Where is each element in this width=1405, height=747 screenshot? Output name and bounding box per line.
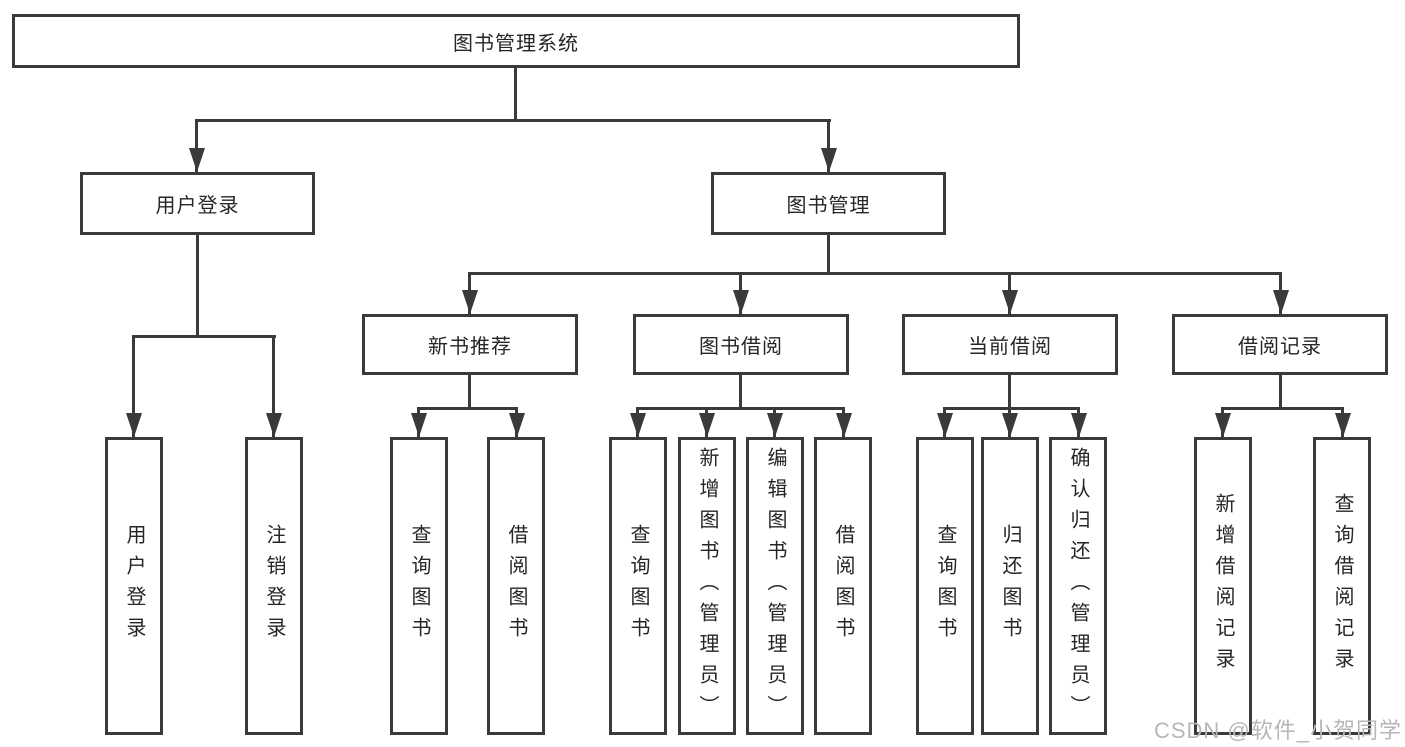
leaf-label: 查询借阅记录: [1331, 493, 1353, 679]
connector-stem: [827, 235, 830, 272]
leaf-borrow-books: 借阅图书: [814, 437, 872, 735]
arrowhead-down-icon: [126, 413, 142, 437]
leaf-label: 确认归还（管理员）: [1067, 446, 1089, 726]
arrowhead-down-icon: [1335, 413, 1351, 437]
connector-rail: [636, 407, 845, 410]
connector-drop: [827, 119, 830, 172]
node-book-management: 图书管理: [711, 172, 946, 235]
arrowhead-down-icon: [767, 413, 783, 437]
arrowhead-down-icon: [266, 413, 282, 437]
connector-drop: [132, 335, 135, 437]
arrowhead-down-icon: [630, 413, 646, 437]
node-label: 图书管理系统: [453, 32, 579, 55]
arrowhead-down-icon: [189, 148, 205, 172]
connector-rail: [943, 407, 1080, 410]
node-label: 图书借阅: [699, 336, 783, 358]
node-new-book-recommend: 新书推荐: [362, 314, 578, 375]
leaf-label: 查询图书: [934, 524, 956, 648]
arrowhead-down-icon: [937, 413, 953, 437]
leaf-logout: 注销登录: [245, 437, 303, 735]
leaf-return-books: 归还图书: [981, 437, 1039, 735]
csdn-watermark: CSDN @软件_小贺同学: [1153, 718, 1402, 743]
leaf-query-borrow-record: 查询借阅记录: [1313, 437, 1371, 735]
leaf-label: 新增借阅记录: [1212, 493, 1234, 679]
leaf-query-books-borrow: 查询图书: [609, 437, 667, 735]
arrowhead-down-icon: [836, 413, 852, 437]
connector-drop: [272, 335, 275, 437]
leaf-label: 查询图书: [408, 524, 430, 648]
leaf-label: 借阅图书: [505, 524, 527, 648]
node-label: 用户登录: [155, 195, 240, 217]
connector-stem: [196, 235, 199, 335]
connector-stem: [468, 375, 471, 407]
connector-stem: [739, 375, 742, 407]
connector-stem: [1279, 375, 1282, 407]
arrowhead-down-icon: [733, 290, 749, 314]
leaf-user-login: 用户登录: [105, 437, 163, 735]
node-borrow-records: 借阅记录: [1172, 314, 1388, 375]
arrowhead-down-icon: [1071, 413, 1087, 437]
node-root: 图书管理系统: [12, 14, 1020, 68]
node-current-borrow: 当前借阅: [902, 314, 1118, 375]
leaf-edit-books-admin: 编辑图书（管理员）: [746, 437, 804, 735]
leaf-label: 编辑图书（管理员）: [764, 446, 786, 726]
arrowhead-down-icon: [1215, 413, 1231, 437]
connector-rail: [195, 119, 831, 122]
leaf-borrow-books-recommend: 借阅图书: [487, 437, 545, 735]
leaf-query-books-current: 查询图书: [916, 437, 974, 735]
leaf-label: 新增图书（管理员）: [696, 446, 718, 726]
leaf-label: 用户登录: [123, 524, 145, 648]
connector-rail: [1221, 407, 1344, 410]
connector-drop: [195, 119, 198, 172]
node-label: 当前借阅: [968, 336, 1052, 358]
node-book-borrow: 图书借阅: [633, 314, 849, 375]
leaf-label: 注销登录: [263, 524, 285, 648]
leaf-label: 查询图书: [627, 524, 649, 648]
arrowhead-down-icon: [1273, 290, 1289, 314]
node-label: 借阅记录: [1238, 336, 1322, 358]
arrowhead-down-icon: [462, 290, 478, 314]
node-user-login: 用户登录: [80, 172, 315, 235]
node-label: 新书推荐: [428, 336, 512, 358]
connector-rail: [417, 407, 518, 410]
leaf-confirm-return-admin: 确认归还（管理员）: [1049, 437, 1107, 735]
connector-stem: [514, 68, 517, 119]
arrowhead-down-icon: [1002, 290, 1018, 314]
leaf-label: 借阅图书: [832, 524, 854, 648]
leaf-add-books-admin: 新增图书（管理员）: [678, 437, 736, 735]
arrowhead-down-icon: [699, 413, 715, 437]
leaf-query-books-recommend: 查询图书: [390, 437, 448, 735]
arrowhead-down-icon: [411, 413, 427, 437]
leaf-label: 归还图书: [999, 524, 1021, 648]
leaf-add-borrow-record: 新增借阅记录: [1194, 437, 1252, 735]
connector-stem: [1008, 375, 1011, 407]
arrowhead-down-icon: [1002, 413, 1018, 437]
arrowhead-down-icon: [821, 148, 837, 172]
node-label: 图书管理: [786, 195, 871, 217]
connector-rail: [132, 335, 276, 338]
connector-rail: [468, 272, 1282, 275]
arrowhead-down-icon: [509, 413, 525, 437]
